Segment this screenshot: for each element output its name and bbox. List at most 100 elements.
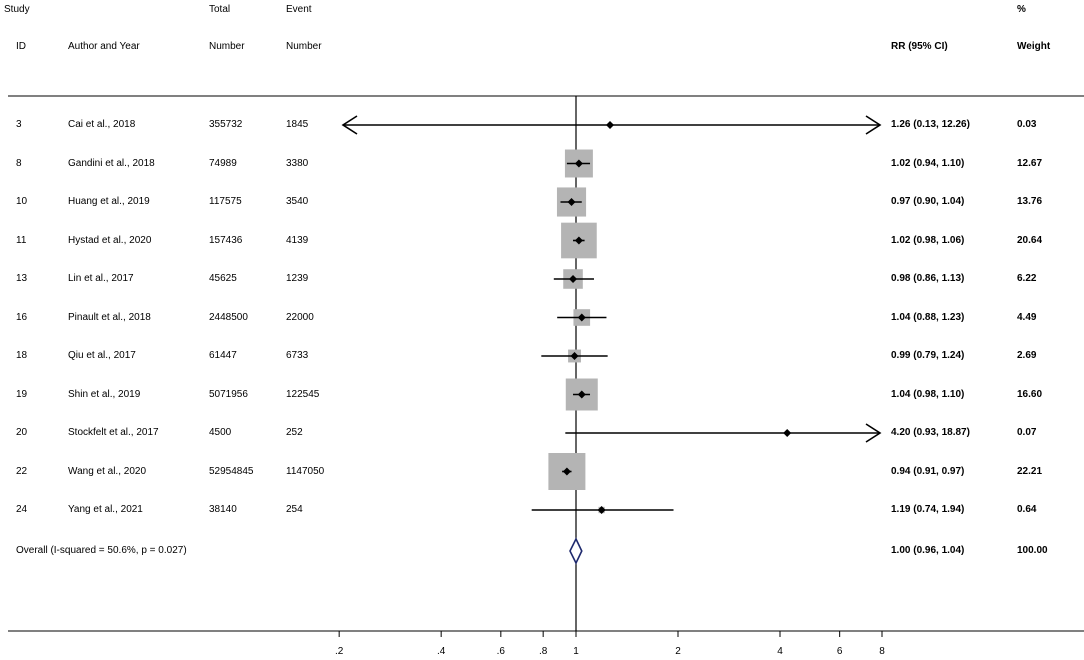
x-tick-label: 2 bbox=[675, 646, 681, 657]
study-rr-ci: 1.04 (0.98, 1.10) bbox=[891, 388, 965, 400]
x-tick-label: 4 bbox=[777, 646, 783, 657]
study-id: 18 bbox=[16, 350, 28, 361]
study-rr-ci: 1.02 (0.98, 1.06) bbox=[891, 234, 965, 246]
study-rr-ci: 0.97 (0.90, 1.04) bbox=[891, 196, 965, 207]
study-author-year: Shin et al., 2019 bbox=[68, 388, 141, 400]
study-total-number: 74989 bbox=[209, 157, 237, 169]
header-total-number: Number bbox=[209, 41, 245, 52]
header-study: Study bbox=[4, 4, 30, 15]
ci-arrow-right bbox=[865, 423, 882, 443]
study-total-number: 117575 bbox=[209, 196, 242, 207]
point-estimate bbox=[783, 429, 792, 437]
ci-arrow-left bbox=[341, 115, 358, 135]
study-weight: 16.60 bbox=[1017, 388, 1043, 400]
study-id: 22 bbox=[16, 465, 28, 477]
study-weight: 0.03 bbox=[1017, 119, 1037, 130]
overall-weight: 100.00 bbox=[1017, 545, 1048, 556]
study-weight: 0.07 bbox=[1017, 427, 1037, 438]
study-total-number: 4500 bbox=[209, 427, 232, 438]
ci-arrow-right bbox=[865, 115, 882, 135]
study-rr-ci: 0.99 (0.79, 1.24) bbox=[891, 350, 965, 361]
study-event-number: 122545 bbox=[286, 388, 320, 400]
header-percent: % bbox=[1017, 4, 1026, 15]
header-id: ID bbox=[16, 41, 26, 52]
x-tick-label: 1 bbox=[573, 646, 579, 657]
study-author-year: Qiu et al., 2017 bbox=[68, 350, 136, 361]
x-tick-label: .4 bbox=[436, 646, 446, 657]
study-total-number: 38140 bbox=[209, 504, 237, 515]
header-weight: Weight bbox=[1017, 41, 1051, 52]
header-rr-ci: RR (95% CI) bbox=[891, 41, 948, 52]
study-rr-ci: 0.94 (0.91, 0.97) bbox=[891, 465, 965, 477]
study-event-number: 22000 bbox=[286, 311, 314, 323]
study-weight: 12.67 bbox=[1017, 157, 1043, 169]
study-id: 11 bbox=[16, 234, 27, 246]
study-weight: 2.69 bbox=[1017, 350, 1037, 361]
study-rr-ci: 1.04 (0.88, 1.23) bbox=[891, 311, 965, 323]
study-weight: 20.64 bbox=[1017, 234, 1043, 246]
study-weight: 0.64 bbox=[1017, 504, 1037, 515]
study-author-year: Wang et al., 2020 bbox=[68, 465, 147, 477]
study-id: 19 bbox=[16, 388, 28, 400]
point-estimate bbox=[562, 467, 571, 476]
study-event-number: 254 bbox=[286, 504, 303, 515]
study-rr-ci: 0.98 (0.86, 1.13) bbox=[891, 273, 965, 284]
study-total-number: 61447 bbox=[209, 350, 237, 361]
weight-boxes-layer bbox=[548, 149, 789, 514]
study-event-number: 3380 bbox=[286, 157, 309, 169]
study-rr-ci: 1.26 (0.13, 12.26) bbox=[891, 119, 970, 130]
study-event-number: 3540 bbox=[286, 196, 309, 207]
point-estimate bbox=[570, 352, 579, 360]
study-rr-ci: 1.02 (0.94, 1.10) bbox=[891, 157, 965, 169]
point-estimate bbox=[567, 198, 576, 206]
study-author-year: Gandini et al., 2018 bbox=[68, 157, 155, 169]
study-author-year: Huang et al., 2019 bbox=[68, 196, 150, 207]
x-tick-label: .6 bbox=[496, 646, 505, 657]
x-tick-label: 6 bbox=[836, 646, 843, 657]
study-total-number: 2448500 bbox=[209, 311, 248, 323]
rules-layer bbox=[8, 95, 1084, 637]
study-author-year: Pinault et al., 2018 bbox=[68, 311, 151, 323]
overall-label: Overall (I-squared = 50.6%, p = 0.027) bbox=[16, 545, 187, 556]
study-author-year: Stockfelt et al., 2017 bbox=[68, 427, 159, 438]
study-id: 20 bbox=[16, 427, 28, 438]
header-author-year: Author and Year bbox=[68, 41, 140, 52]
x-tick-label: .2 bbox=[334, 646, 344, 657]
study-event-number: 1845 bbox=[286, 119, 309, 130]
study-rr-ci: 4.20 (0.93, 18.87) bbox=[891, 427, 970, 438]
header-event-number: Number bbox=[286, 41, 322, 52]
header-event: Event bbox=[286, 4, 312, 15]
point-estimates-layer bbox=[562, 121, 792, 565]
study-id: 3 bbox=[16, 119, 22, 130]
study-id: 13 bbox=[16, 273, 28, 284]
study-weight: 4.49 bbox=[1017, 311, 1037, 323]
study-author-year: Lin et al., 2017 bbox=[68, 273, 134, 284]
study-weight: 6.22 bbox=[1017, 273, 1037, 284]
study-total-number: 355732 bbox=[209, 119, 243, 130]
study-author-year: Hystad et al., 2020 bbox=[68, 234, 152, 246]
study-id: 10 bbox=[16, 196, 28, 207]
study-weight: 13.76 bbox=[1017, 196, 1043, 207]
point-estimate bbox=[606, 121, 615, 129]
study-weight: 22.21 bbox=[1017, 465, 1043, 477]
study-total-number: 45625 bbox=[209, 273, 237, 284]
point-estimate bbox=[577, 390, 586, 399]
study-author-year: Yang et al., 2021 bbox=[68, 504, 143, 515]
study-total-number: 157436 bbox=[209, 234, 243, 246]
study-total-number: 52954845 bbox=[209, 465, 254, 477]
study-event-number: 1147050 bbox=[286, 465, 325, 477]
x-tick-label: .8 bbox=[538, 646, 548, 657]
study-event-number: 1239 bbox=[286, 273, 309, 284]
study-event-number: 252 bbox=[286, 427, 303, 438]
study-event-number: 4139 bbox=[286, 234, 309, 246]
study-id: 24 bbox=[16, 504, 28, 515]
overall-diamond bbox=[569, 537, 583, 565]
point-estimate bbox=[574, 159, 583, 168]
study-id: 16 bbox=[16, 311, 28, 323]
x-tick-label: 8 bbox=[879, 646, 885, 657]
point-estimate bbox=[569, 275, 578, 283]
study-id: 8 bbox=[16, 157, 22, 169]
study-rr-ci: 1.19 (0.74, 1.94) bbox=[891, 504, 965, 515]
overall-rr-ci: 1.00 (0.96, 1.04) bbox=[891, 545, 965, 556]
